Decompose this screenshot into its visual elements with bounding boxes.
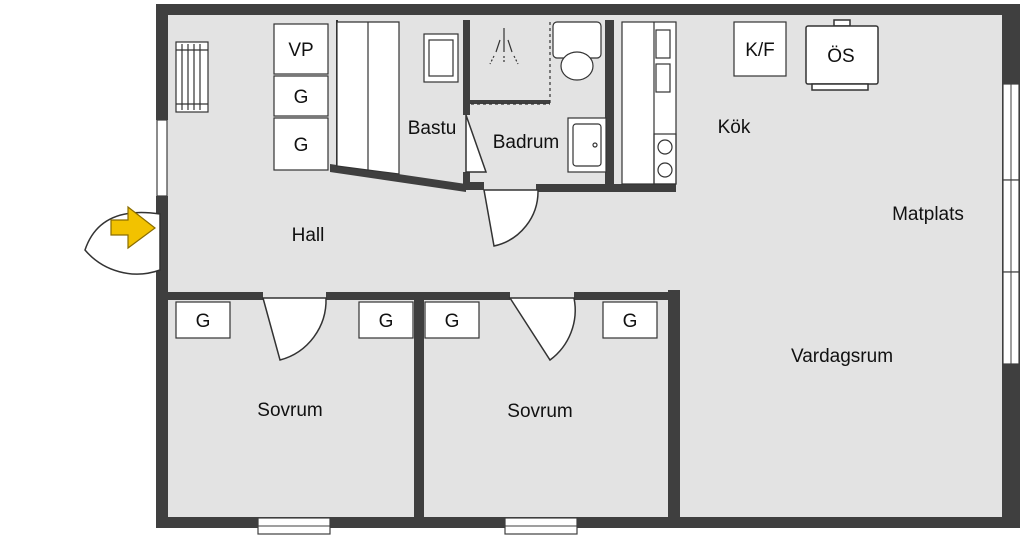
g-label: G (196, 311, 211, 332)
room-label-kok: Kök (718, 117, 751, 138)
wardrobe-sovrum1-left (175, 301, 231, 339)
cabinet-vp (273, 23, 329, 75)
room-label-sovrum: Sovrum (507, 401, 572, 422)
kf-label: K/F (745, 40, 775, 61)
wardrobe-sovrum2-right (602, 301, 658, 339)
room-label-matplats: Matplats (892, 204, 964, 225)
g-label: G (623, 311, 638, 332)
entrance-arrow-icon[interactable] (110, 205, 156, 250)
shower-icon (471, 22, 551, 105)
hall-cabinets (273, 23, 329, 171)
door-badrum (483, 189, 539, 247)
kitchen-counter (621, 21, 677, 185)
door-sovrum-2 (508, 297, 576, 362)
cabinet-g-1 (273, 75, 329, 117)
room-label-bastu: Bastu (408, 118, 457, 139)
toilet-icon (552, 21, 602, 81)
interior-walls (166, 20, 680, 520)
g-label: G (294, 135, 309, 156)
room-label-sovrum: Sovrum (257, 400, 322, 421)
fireplace-os (805, 19, 879, 91)
sink-icon (567, 117, 607, 173)
g-label: G (445, 311, 460, 332)
wardrobe-sovrum1-right (358, 301, 414, 339)
stove-icon (653, 133, 677, 185)
door-sovrum-1 (262, 297, 327, 361)
os-label: ÖS (827, 46, 854, 67)
bastu-wall-diagonal (330, 164, 466, 192)
fridge-freezer (733, 21, 787, 77)
g-label: G (294, 87, 309, 108)
sauna-bench-icon (336, 21, 459, 175)
bedroom-wardrobes (175, 301, 658, 339)
room-label-vardagsrum: Vardagsrum (791, 346, 893, 367)
window-hall (156, 119, 168, 197)
vp-label: VP (288, 40, 313, 61)
room-label-badrum: Badrum (493, 132, 560, 153)
door-bastu (465, 114, 488, 173)
room-label-hall: Hall (292, 225, 325, 246)
wardrobe-sovrum2-left (424, 301, 480, 339)
radiator-icon (175, 41, 209, 113)
g-label: G (379, 311, 394, 332)
cabinet-g-2 (273, 117, 329, 171)
